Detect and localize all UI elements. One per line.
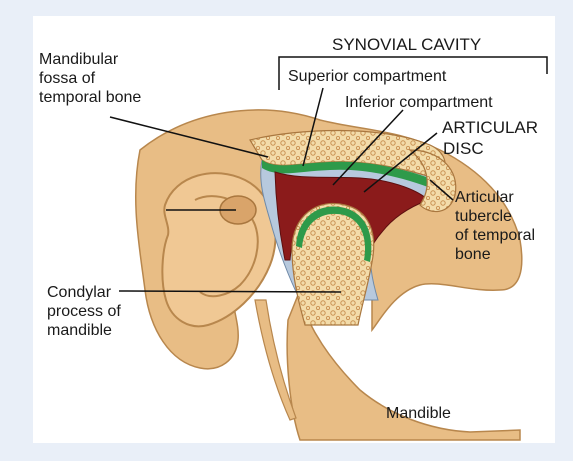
label-articular-tubercle-2: tubercle <box>455 208 512 225</box>
label-synovial-cavity: SYNOVIAL CAVITY <box>332 35 481 54</box>
label-inferior-compartment: Inferior compartment <box>345 94 493 111</box>
label-articular-tubercle-4: bone <box>455 246 491 263</box>
label-articular-disc-1: ARTICULAR <box>442 118 538 137</box>
label-condylar-process-1: Condylar <box>47 284 112 301</box>
label-articular-disc-2: DISC <box>443 139 484 158</box>
label-condylar-process-3: mandible <box>47 322 112 339</box>
label-mandibular-fossa-2: fossa of <box>39 70 96 87</box>
label-condylar-process-2: process of <box>47 303 121 320</box>
label-superior-compartment: Superior compartment <box>288 68 447 85</box>
label-mandibular-fossa-1: Mandibular <box>39 51 119 68</box>
label-mandibular-fossa-3: temporal bone <box>39 89 141 106</box>
leader-condylar-process <box>119 291 341 292</box>
label-articular-tubercle-3: of temporal <box>455 227 535 244</box>
label-mandible: Mandible <box>386 405 451 422</box>
label-articular-tubercle-1: Articular <box>455 189 514 206</box>
